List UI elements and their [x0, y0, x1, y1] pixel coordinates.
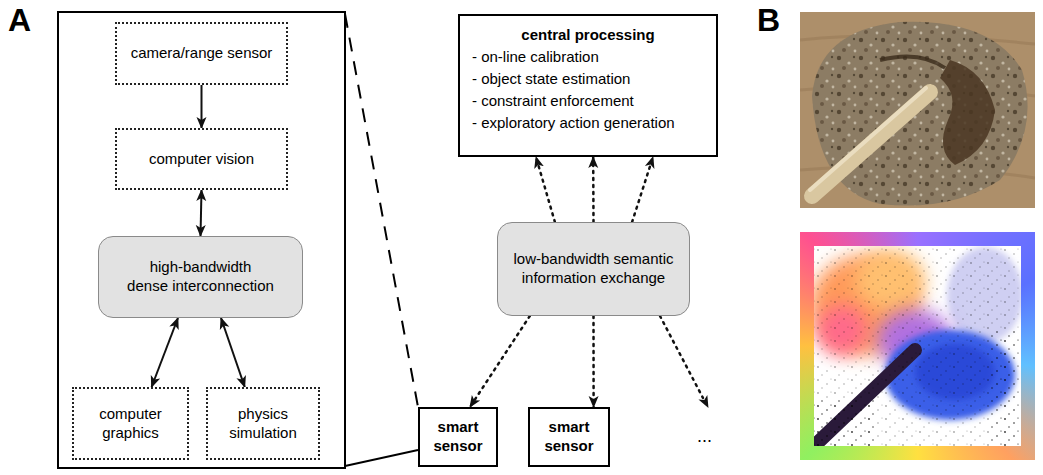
flow-field-image [814, 246, 1021, 446]
software-module: computer vision [115, 128, 288, 190]
smart-sensor-box: smart sensor [528, 407, 610, 467]
dotted-arrow [592, 157, 595, 222]
solid-arrow [201, 85, 203, 128]
sensor-detail-frame [58, 12, 345, 468]
panel-letter: B [757, 2, 780, 39]
bullet-item: - constraint enforcement [472, 90, 704, 112]
dotted-arrow [536, 157, 555, 222]
ellipsis: ... [697, 426, 712, 447]
bullet-item: - on-line calibration [472, 46, 704, 68]
node-label: smart sensor [534, 418, 604, 456]
node-label: low-bandwidth semantic information excha… [508, 250, 679, 288]
node-label: smart sensor [424, 418, 492, 456]
dotted-arrow [632, 157, 653, 222]
dotted-arrow [470, 316, 530, 407]
dotted-arrow [592, 316, 595, 407]
node-label: central processing [472, 24, 704, 46]
zoom-line [345, 14, 418, 407]
arrow-head [698, 395, 712, 410]
object-photo [800, 12, 1035, 208]
node-label: high-bandwidth dense interconnection [109, 258, 292, 296]
solid-arrow [201, 190, 202, 236]
solid-arrow [152, 318, 178, 387]
software-module: physics simulation [206, 387, 320, 460]
node-label: computer graphics [84, 405, 177, 443]
panel-letter: A [8, 2, 31, 39]
smart-sensor-box: smart sensor [418, 407, 498, 467]
solid-arrow [221, 318, 245, 387]
node-label: computer vision [149, 150, 254, 169]
central-processing-box: central processing- on-line calibration-… [458, 14, 718, 157]
node-label: physics simulation [218, 405, 308, 443]
zoom-line [345, 450, 418, 466]
node-label: camera/range sensor [131, 44, 273, 63]
software-module: computer graphics [72, 387, 189, 460]
sensor-module: camera/range sensor [115, 22, 288, 85]
dotted-arrow [660, 316, 703, 398]
interconnect-bus: low-bandwidth semantic information excha… [497, 222, 690, 316]
bullet-item: - exploratory action generation [472, 112, 704, 134]
bullet-item: - object state estimation [472, 68, 704, 90]
interconnect-bus: high-bandwidth dense interconnection [98, 236, 303, 318]
